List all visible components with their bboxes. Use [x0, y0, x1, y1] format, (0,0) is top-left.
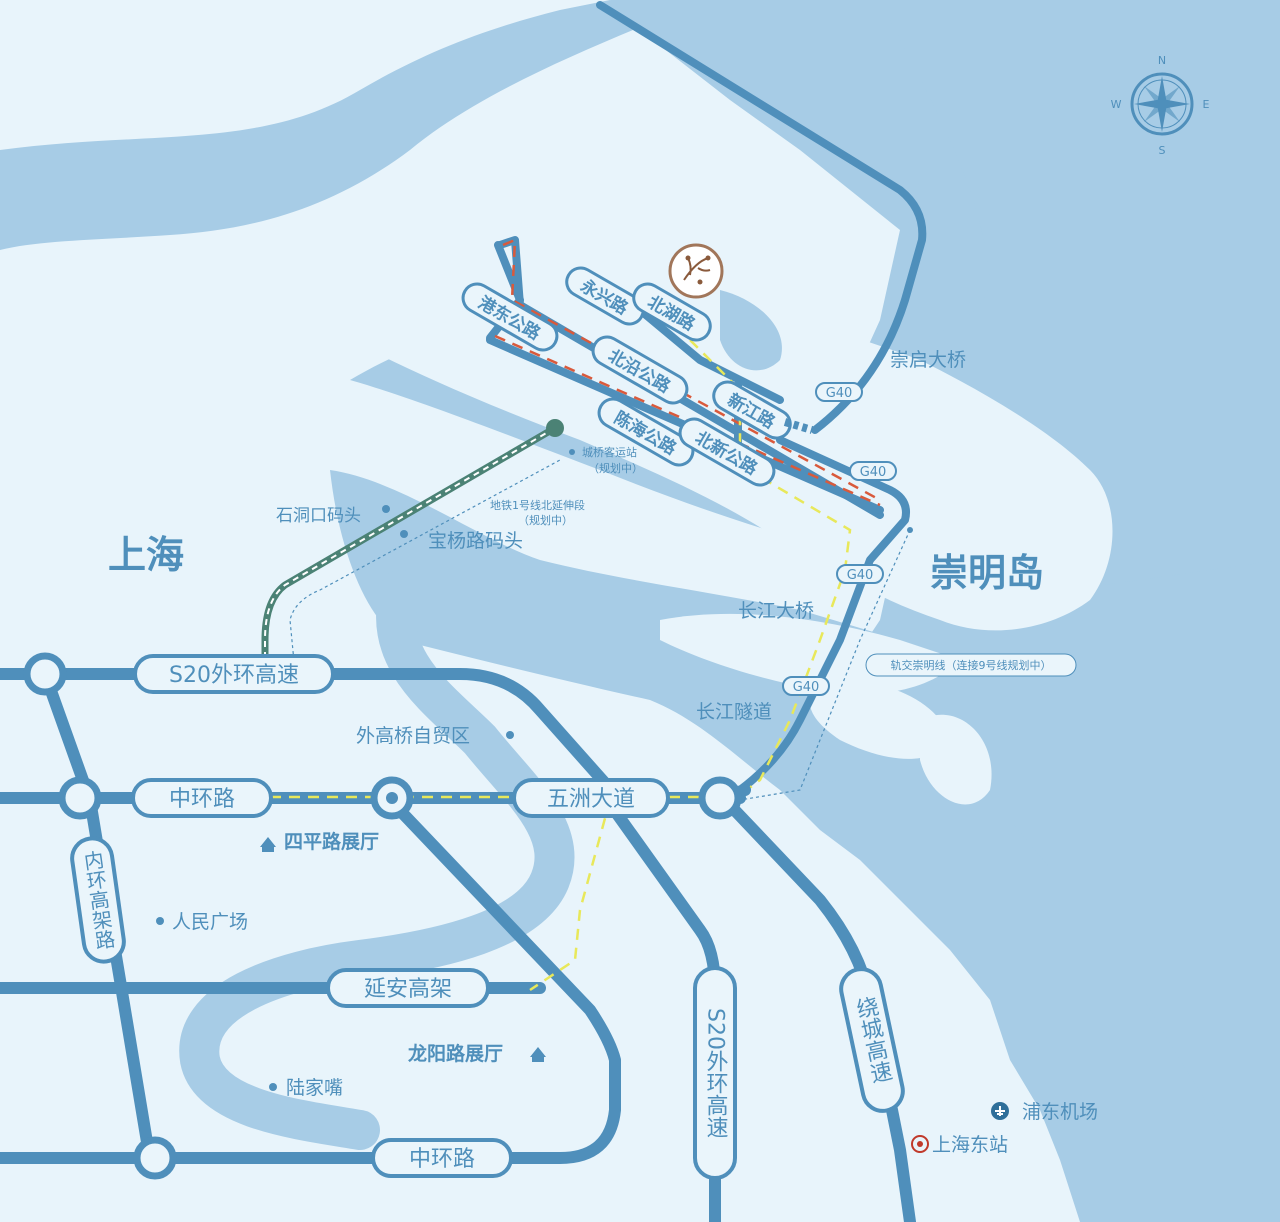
chengqiao-terminal-dot: [546, 419, 564, 437]
middle-ring-west-label: 中环路: [169, 787, 235, 812]
island-bay: [720, 290, 782, 371]
yangtze-estuary: [330, 470, 900, 790]
chongming-line-note: 轨交崇明线（连接9号线规划中）: [865, 653, 1077, 677]
compass-s: S: [1159, 144, 1166, 157]
east-sea: [960, 560, 1280, 1222]
s20-south-pill: S20外环高速: [693, 966, 737, 1180]
junction-s20-inner: [23, 652, 67, 696]
chongming-line-dot: [907, 527, 913, 533]
chongming-label: 崇明岛: [930, 551, 1044, 595]
chongming-line-label: 轨交崇明线（连接9号线规划中）: [891, 658, 1052, 672]
siping-hall: 四平路展厅: [260, 830, 379, 853]
metro1-status-label: （规划中）: [518, 513, 573, 527]
chengqiao-status-label: （规划中）: [588, 461, 643, 475]
waigaoqiao-label: 外高桥自贸区: [356, 725, 470, 747]
longyang-hall: 龙阳路展厅: [408, 1042, 546, 1065]
junction-wuzhou-g40: [698, 776, 742, 820]
junction-middle-inner: [58, 776, 102, 820]
compass-rose-icon: N E S W: [1111, 54, 1210, 157]
shanghai-east-label: 上海东站: [932, 1134, 1008, 1156]
g40-text-3: G40: [847, 568, 874, 583]
peoples-square-dot: [156, 917, 164, 925]
metro1-extension-label: 地铁1号线北延伸段: [490, 498, 585, 512]
shidongkou-label: 石洞口码头: [276, 506, 361, 526]
s20-south-label: S20外环高速: [703, 1008, 729, 1138]
waigaoqiao-dot: [506, 731, 514, 739]
peoples-square-label: 人民广场: [172, 911, 248, 933]
lujiazui-label: 陆家嘴: [286, 1077, 343, 1099]
g40-badge-1: G40: [815, 382, 863, 402]
junction-siping-center: [386, 792, 398, 804]
metro1-extension-planned: [289, 459, 561, 673]
chengqiao-station-label: 城桥客运站: [582, 445, 637, 459]
yangtze-tunnel-label: 长江隧道: [696, 701, 772, 723]
inner-ring-pill: 内环高架路: [70, 836, 126, 964]
metro-line-mainland: [270, 795, 720, 992]
island-road-beihu: [636, 306, 784, 404]
yangtze-bridge-label: 长江大桥: [738, 600, 814, 622]
chongqi-bridge-label: 崇启大桥: [890, 349, 966, 371]
siping-hall-label: 四平路展厅: [284, 830, 379, 853]
ring-city-pill: 绕城高速: [839, 967, 905, 1113]
compass-e: E: [1203, 98, 1210, 111]
junction-south-middle: [133, 1136, 177, 1180]
g40-text-1: G40: [826, 386, 853, 401]
hengsha-island: [809, 679, 950, 759]
pudong-airport: 浦东机场: [991, 1101, 1098, 1123]
shidongkou-dot: [382, 505, 390, 513]
s20-label: S20外环高速: [169, 663, 299, 688]
chongming-line-planned: [739, 529, 911, 801]
yanan-label: 延安高架: [364, 977, 452, 1002]
baoyang-label: 宝杨路码头: [428, 530, 523, 552]
middle-ring-west-pill: 中环路: [131, 778, 273, 818]
s20-outer-ring-road: [0, 668, 626, 806]
middle-ring-south-label: 中环路: [409, 1147, 475, 1172]
wuzhou-label: 五洲大道: [547, 787, 635, 812]
middle-ring-south-pill: 中环路: [371, 1138, 513, 1178]
s20-label-pill: S20外环高速: [133, 654, 335, 694]
g40-badge-4: G40: [782, 676, 830, 696]
compass-w: W: [1111, 98, 1122, 111]
g40-text-4: G40: [793, 680, 820, 695]
g40-badge-3: G40: [836, 564, 884, 584]
yanan-pill: 延安高架: [326, 968, 490, 1008]
g40-island-road: [736, 436, 910, 794]
jiuduansha-shoal: [920, 714, 992, 805]
compass-n: N: [1158, 54, 1166, 67]
shanghai-east-station: 上海东站: [911, 1134, 1008, 1156]
chengqiao-station-dot: [569, 449, 575, 455]
longyang-hall-label: 龙阳路展厅: [408, 1042, 503, 1065]
baoyang-dot: [400, 530, 408, 538]
showroom-icon: [530, 1047, 546, 1062]
wuzhou-pill: 五洲大道: [512, 778, 670, 818]
g40-text-2: G40: [860, 465, 887, 480]
ferry-route-dash: [264, 427, 556, 672]
shanghai-label: 上海: [108, 533, 184, 577]
railway-station-icon: [911, 1135, 929, 1153]
chongqi-bridge-dashed: [783, 418, 814, 434]
lujiazui-dot: [269, 1083, 277, 1091]
project-logo-icon: [668, 243, 724, 299]
middle-ring-south-road: [0, 794, 621, 1164]
showroom-icon: [260, 837, 276, 852]
pudong-airport-label: 浦东机场: [1022, 1101, 1098, 1123]
huangpu-river: [179, 570, 575, 1150]
g40-badge-2: G40: [849, 461, 897, 481]
north-branch-river: [0, 0, 645, 250]
